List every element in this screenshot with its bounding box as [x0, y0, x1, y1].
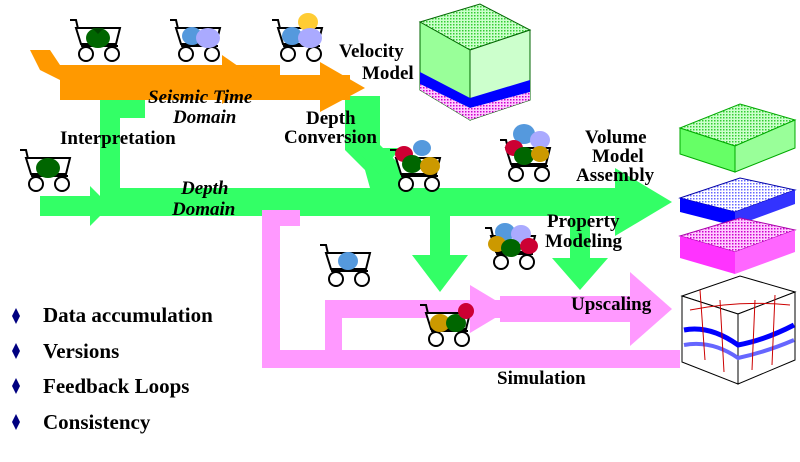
bullet-marker-icon — [12, 414, 20, 430]
volume-magenta-layer — [678, 217, 797, 274]
bullet-marker-icon — [12, 378, 20, 394]
cart-5 — [389, 140, 441, 192]
interpretation-label: Interpretation — [60, 128, 176, 149]
property-modeling-label: Property — [547, 211, 620, 232]
svg-text:Data accumulation: Data accumulation — [43, 303, 213, 327]
bullet-item: Versions — [12, 339, 119, 363]
velocity-model-label: Velocity — [339, 41, 404, 62]
seismic-time-flow — [30, 50, 365, 112]
seismic-time-domain-label: Seismic Time — [148, 87, 253, 108]
cart-6 — [499, 124, 551, 182]
bullet-item: Consistency — [12, 410, 151, 434]
bullet-item: Data accumulation — [12, 303, 213, 327]
depth-conversion-label-2: Conversion — [284, 127, 377, 148]
bullet-marker-icon — [12, 343, 20, 359]
velocity-model-label-2: Model — [362, 63, 414, 84]
svg-text:Consistency: Consistency — [43, 410, 151, 434]
volume-model-assembly-label: Volume — [585, 127, 647, 148]
volume-blue-layer — [678, 177, 797, 226]
cart-8 — [484, 223, 538, 270]
upscaling-label: Upscaling — [571, 294, 652, 315]
simulation-grid-cube — [680, 275, 797, 385]
depth-domain-label: Depth — [180, 178, 229, 199]
cart-2 — [169, 19, 221, 62]
cart-1 — [69, 19, 121, 62]
bullet-item: Feedback Loops — [12, 374, 189, 398]
cart-9 — [419, 303, 474, 347]
property-modeling-label-2: Modeling — [545, 231, 623, 252]
simulation-label: Simulation — [497, 368, 586, 389]
depth-domain-label-2: Domain — [171, 199, 235, 220]
svg-text:Versions: Versions — [43, 339, 119, 363]
volume-green-cube — [678, 103, 797, 173]
depth-conversion-label: Depth — [306, 108, 356, 129]
volume-model-assembly-label-2: Model — [592, 146, 644, 167]
depth-flow — [40, 96, 672, 292]
cart-7 — [319, 244, 371, 287]
cart-3 — [271, 13, 323, 62]
bullet-list: Data accumulation Versions Feedback Loop… — [12, 303, 213, 434]
cart-4 — [19, 149, 71, 192]
seismic-time-domain-label-2: Domain — [172, 107, 236, 128]
bullet-marker-icon — [12, 308, 20, 324]
svg-text:Feedback Loops: Feedback Loops — [43, 374, 189, 398]
volume-model-assembly-label-3: Assembly — [576, 165, 655, 186]
velocity-model-cube — [418, 3, 532, 121]
